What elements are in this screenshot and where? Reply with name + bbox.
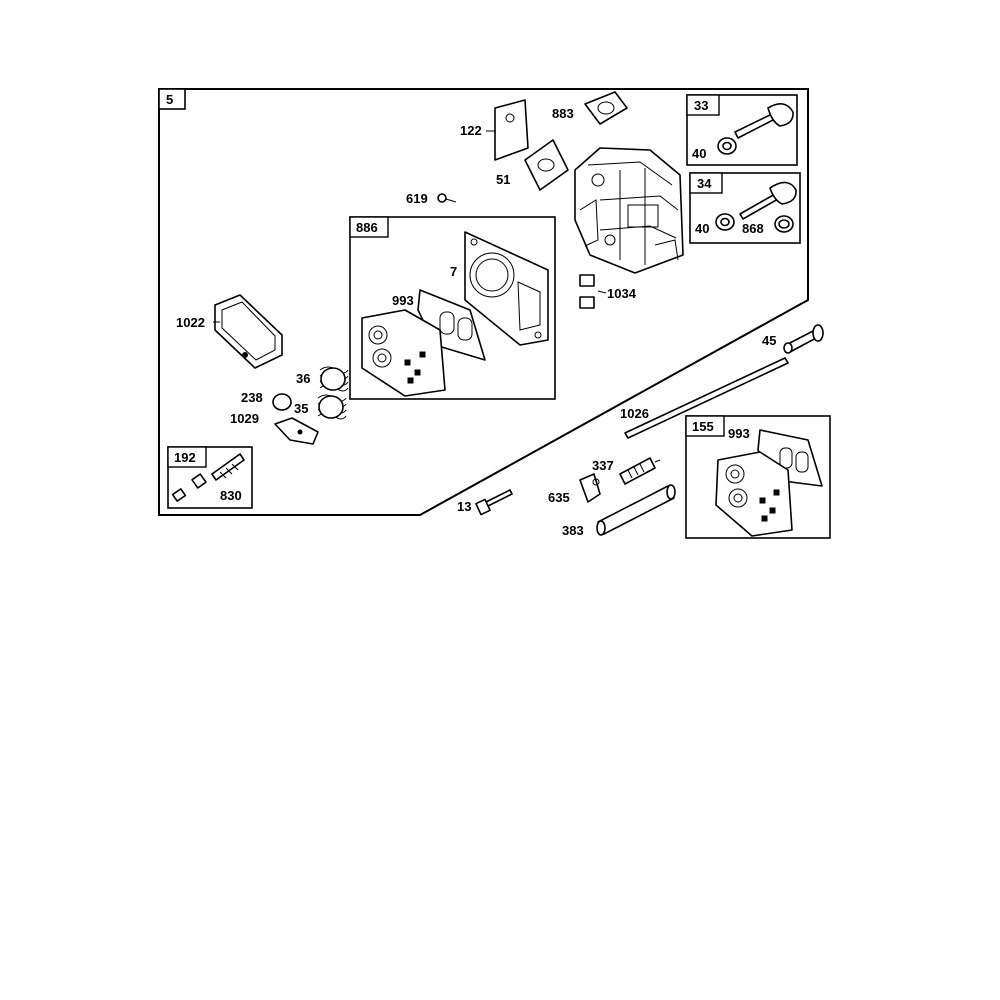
part-337-spark-plug[interactable]	[619, 457, 661, 485]
assembly-label: 5	[166, 92, 173, 107]
part-883-gasket[interactable]	[584, 91, 628, 125]
kit-155-plate	[715, 451, 793, 537]
callout-383: 383	[562, 523, 584, 538]
part-238-cap[interactable]	[272, 393, 292, 411]
assembly-label-box	[158, 88, 186, 110]
callout-13: 13	[457, 499, 471, 514]
callout-1034: 1034	[607, 286, 637, 301]
callout-993b: 993	[728, 426, 750, 441]
part-51-gasket[interactable]	[524, 139, 569, 191]
part-619-screw[interactable]	[437, 193, 457, 203]
callout-337: 337	[592, 458, 614, 473]
callout-830: 830	[220, 488, 242, 503]
part-1029-rocker-arm[interactable]	[274, 417, 319, 445]
assembly-frame	[158, 88, 809, 516]
callout-51: 51	[496, 172, 510, 187]
callout-122: 122	[460, 123, 482, 138]
part-7-head-gasket	[464, 231, 549, 346]
part-1026-pushrod[interactable]	[624, 357, 789, 439]
callout-40b: 40	[695, 221, 709, 236]
kit-label-34: 34	[697, 176, 712, 191]
intake-valve-drawing	[717, 103, 794, 155]
exhaust-valve-drawing	[715, 181, 797, 233]
callout-868: 868	[742, 221, 764, 236]
callout-45: 45	[762, 333, 776, 348]
part-383-tube[interactable]	[596, 484, 676, 536]
kit-box-155[interactable]: 155	[685, 415, 831, 539]
part-122-gasket[interactable]	[494, 99, 529, 161]
part-35-spring[interactable]	[317, 394, 347, 420]
kit-box-33[interactable]: 33	[686, 94, 798, 166]
callout-7: 7	[450, 264, 457, 279]
part-13-bolt[interactable]	[475, 489, 513, 516]
callout-883: 883	[552, 106, 574, 121]
kit-box-34[interactable]: 34	[689, 172, 801, 244]
callout-619: 619	[406, 191, 428, 206]
rocker-plate	[361, 309, 446, 397]
part-36-spring[interactable]	[319, 366, 349, 392]
callout-1029: 1029	[230, 411, 259, 426]
kit-label-33: 33	[694, 98, 708, 113]
kit-box-886[interactable]: 886 7 993	[349, 216, 556, 400]
part-1034-clips[interactable]	[579, 274, 607, 309]
part-635-elbow[interactable]	[579, 473, 601, 503]
callout-1022: 1022	[176, 315, 205, 330]
part-1022-rocker-cover[interactable]	[214, 294, 283, 369]
callout-40a: 40	[692, 146, 706, 161]
kit-label-886: 886	[356, 220, 378, 235]
callout-35: 35	[294, 401, 308, 416]
callout-238: 238	[241, 390, 263, 405]
rocker-stud-drawing	[171, 453, 245, 502]
kit-label-155: 155	[692, 419, 714, 434]
part-45-guide[interactable]	[783, 324, 824, 354]
callout-1026: 1026	[620, 406, 649, 421]
callout-36: 36	[296, 371, 310, 386]
callout-635: 635	[548, 490, 570, 505]
kit-box-192[interactable]: 192	[167, 446, 253, 509]
cylinder-head[interactable]	[574, 147, 684, 274]
kit-label-192: 192	[174, 450, 196, 465]
callout-993a: 993	[392, 293, 414, 308]
